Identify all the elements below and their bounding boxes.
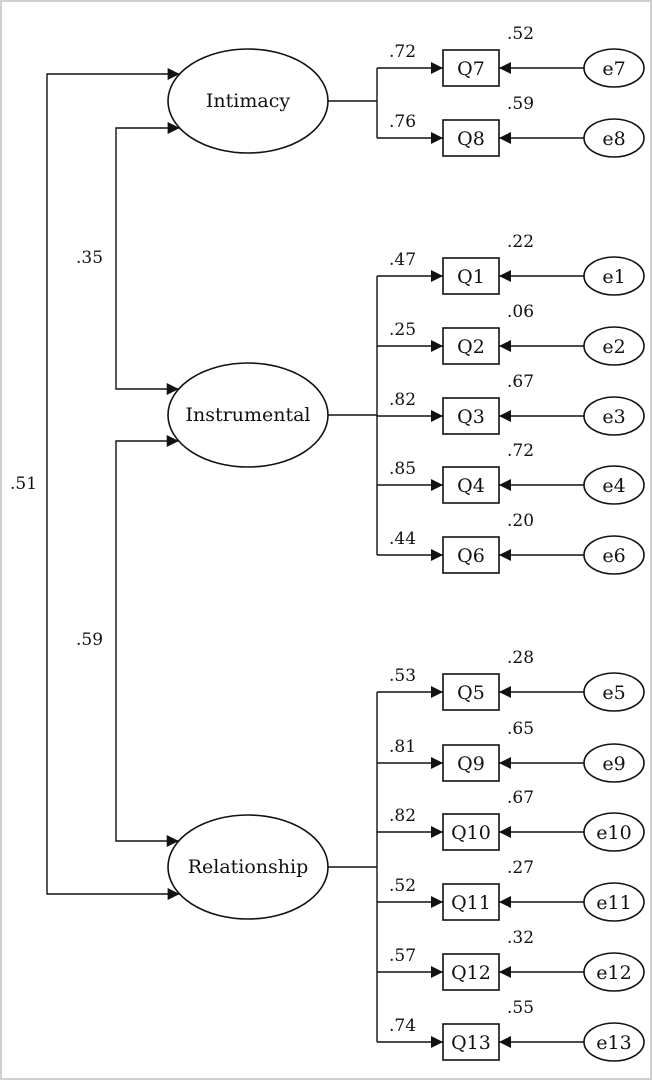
item-label-q8: Q8 bbox=[457, 128, 485, 150]
r2-value-q3: .67 bbox=[507, 372, 534, 392]
r2-value-q2: .06 bbox=[507, 302, 534, 322]
loading-value-q5: .53 bbox=[389, 666, 416, 686]
loading-value-q8: .76 bbox=[389, 112, 416, 132]
error-e12 bbox=[583, 952, 645, 992]
item-box-q3 bbox=[442, 397, 500, 435]
item-label-q10: Q10 bbox=[451, 822, 491, 844]
error-e4 bbox=[583, 465, 645, 505]
item-label-q1: Q1 bbox=[457, 266, 485, 288]
factor-instrumental bbox=[167, 362, 329, 468]
item-box-q4 bbox=[442, 466, 500, 504]
r2-value-q13: .55 bbox=[507, 998, 534, 1018]
correlation-intimacy-relationship bbox=[46, 68, 180, 900]
error-label-e12: e12 bbox=[596, 962, 631, 984]
error-label-e4: e4 bbox=[602, 475, 625, 497]
item-label-q2: Q2 bbox=[457, 336, 485, 358]
error-label-e13: e13 bbox=[596, 1032, 631, 1054]
error-e9 bbox=[583, 743, 645, 783]
item-box-q8 bbox=[442, 119, 500, 157]
error-label-e5: e5 bbox=[602, 682, 625, 704]
factor-label-intimacy: Intimacy bbox=[206, 90, 290, 112]
loading-value-q11: .52 bbox=[389, 876, 416, 896]
item-label-q12: Q12 bbox=[451, 962, 491, 984]
r2-value-q12: .32 bbox=[507, 928, 534, 948]
loading-value-q4: .85 bbox=[389, 459, 416, 479]
r2-value-q4: .72 bbox=[507, 441, 534, 461]
item-label-q11: Q11 bbox=[451, 892, 491, 914]
loading-value-q2: .25 bbox=[389, 320, 416, 340]
item-label-q7: Q7 bbox=[457, 58, 485, 80]
error-e11 bbox=[583, 882, 645, 922]
item-label-q9: Q9 bbox=[457, 753, 485, 775]
r2-value-q5: .28 bbox=[507, 648, 534, 668]
loading-value-q3: .82 bbox=[389, 390, 416, 410]
item-box-q10 bbox=[442, 813, 500, 851]
error-label-e9: e9 bbox=[602, 753, 625, 775]
error-e6 bbox=[583, 535, 645, 575]
r2-value-q8: .59 bbox=[507, 94, 534, 114]
error-e5 bbox=[583, 672, 645, 712]
item-box-q5 bbox=[442, 673, 500, 711]
r2-value-q9: .65 bbox=[507, 719, 534, 739]
correlation-value-intimacy-relationship: .51 bbox=[10, 474, 37, 494]
loading-value-q1: .47 bbox=[389, 250, 416, 270]
error-e13 bbox=[583, 1022, 645, 1062]
item-box-q12 bbox=[442, 953, 500, 991]
r2-value-q1: .22 bbox=[507, 232, 534, 252]
item-label-q5: Q5 bbox=[457, 682, 485, 704]
item-label-q4: Q4 bbox=[457, 475, 485, 497]
loading-value-q13: .74 bbox=[389, 1016, 416, 1036]
item-box-q9 bbox=[442, 744, 500, 782]
factor-intimacy bbox=[167, 48, 329, 154]
item-label-q6: Q6 bbox=[457, 545, 485, 567]
factor-label-instrumental: Instrumental bbox=[186, 404, 311, 426]
item-box-q6 bbox=[442, 536, 500, 574]
correlation-value-instrumental-relationship: .59 bbox=[76, 630, 103, 650]
error-label-e7: e7 bbox=[602, 58, 625, 80]
item-label-q3: Q3 bbox=[457, 406, 485, 428]
error-e8 bbox=[583, 118, 645, 158]
item-box-q11 bbox=[442, 883, 500, 921]
loading-value-q7: .72 bbox=[389, 42, 416, 62]
error-label-e6: e6 bbox=[602, 545, 625, 567]
error-e7 bbox=[583, 48, 645, 88]
r2-value-q6: .20 bbox=[507, 511, 534, 531]
loading-value-q6: .44 bbox=[389, 529, 416, 549]
error-e10 bbox=[583, 812, 645, 852]
item-box-q1 bbox=[442, 257, 500, 295]
error-label-e3: e3 bbox=[602, 406, 625, 428]
correlation-intimacy-instrumental bbox=[115, 122, 180, 395]
loading-value-q10: .82 bbox=[389, 806, 416, 826]
item-box-q2 bbox=[442, 327, 500, 365]
error-label-e8: e8 bbox=[602, 128, 625, 150]
error-label-e10: e10 bbox=[596, 822, 631, 844]
loading-value-q12: .57 bbox=[389, 946, 416, 966]
error-label-e2: e2 bbox=[602, 336, 625, 358]
item-box-q13 bbox=[442, 1023, 500, 1061]
factor-label-relationship: Relationship bbox=[188, 856, 309, 878]
error-e3 bbox=[583, 396, 645, 436]
r2-value-q10: .67 bbox=[507, 788, 534, 808]
correlation-value-intimacy-instrumental: .35 bbox=[76, 248, 103, 268]
correlation-instrumental-relationship bbox=[115, 435, 179, 847]
error-e2 bbox=[583, 326, 645, 366]
item-label-q13: Q13 bbox=[451, 1032, 491, 1054]
item-box-q7 bbox=[442, 49, 500, 87]
loading-value-q9: .81 bbox=[389, 737, 416, 757]
r2-value-q11: .27 bbox=[507, 858, 534, 878]
error-e1 bbox=[583, 256, 645, 296]
error-label-e1: e1 bbox=[602, 266, 625, 288]
error-label-e11: e11 bbox=[596, 892, 631, 914]
r2-value-q7: .52 bbox=[507, 24, 534, 44]
factor-relationship bbox=[167, 814, 329, 920]
